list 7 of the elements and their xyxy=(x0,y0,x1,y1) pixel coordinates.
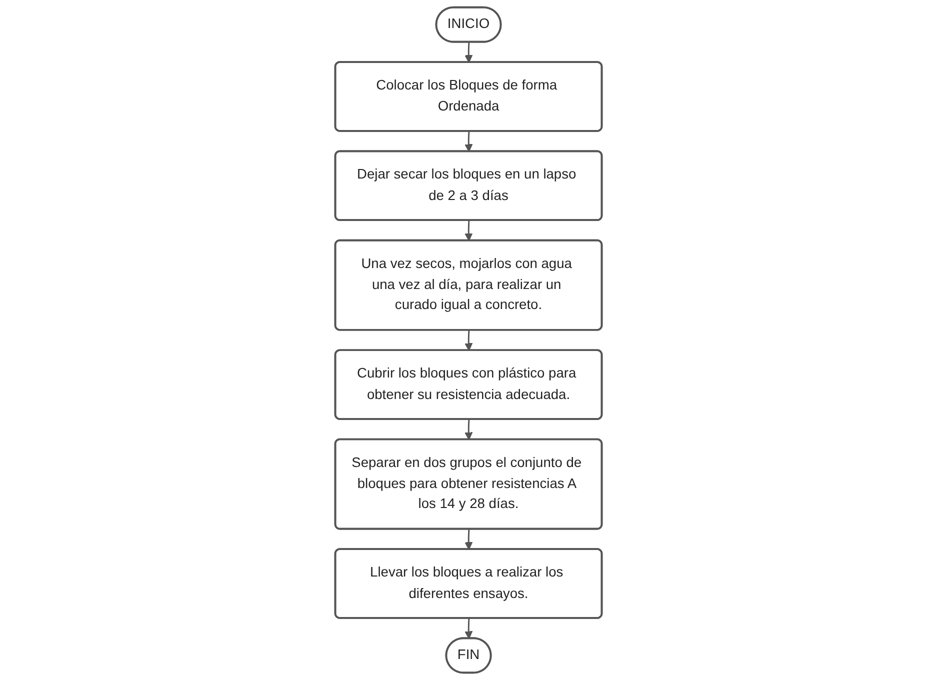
arrow xyxy=(464,131,473,152)
arrow xyxy=(464,618,473,640)
arrow xyxy=(464,42,473,63)
arrow xyxy=(464,529,473,550)
arrow xyxy=(464,330,473,351)
arrow xyxy=(464,419,473,440)
arrow xyxy=(464,220,473,242)
